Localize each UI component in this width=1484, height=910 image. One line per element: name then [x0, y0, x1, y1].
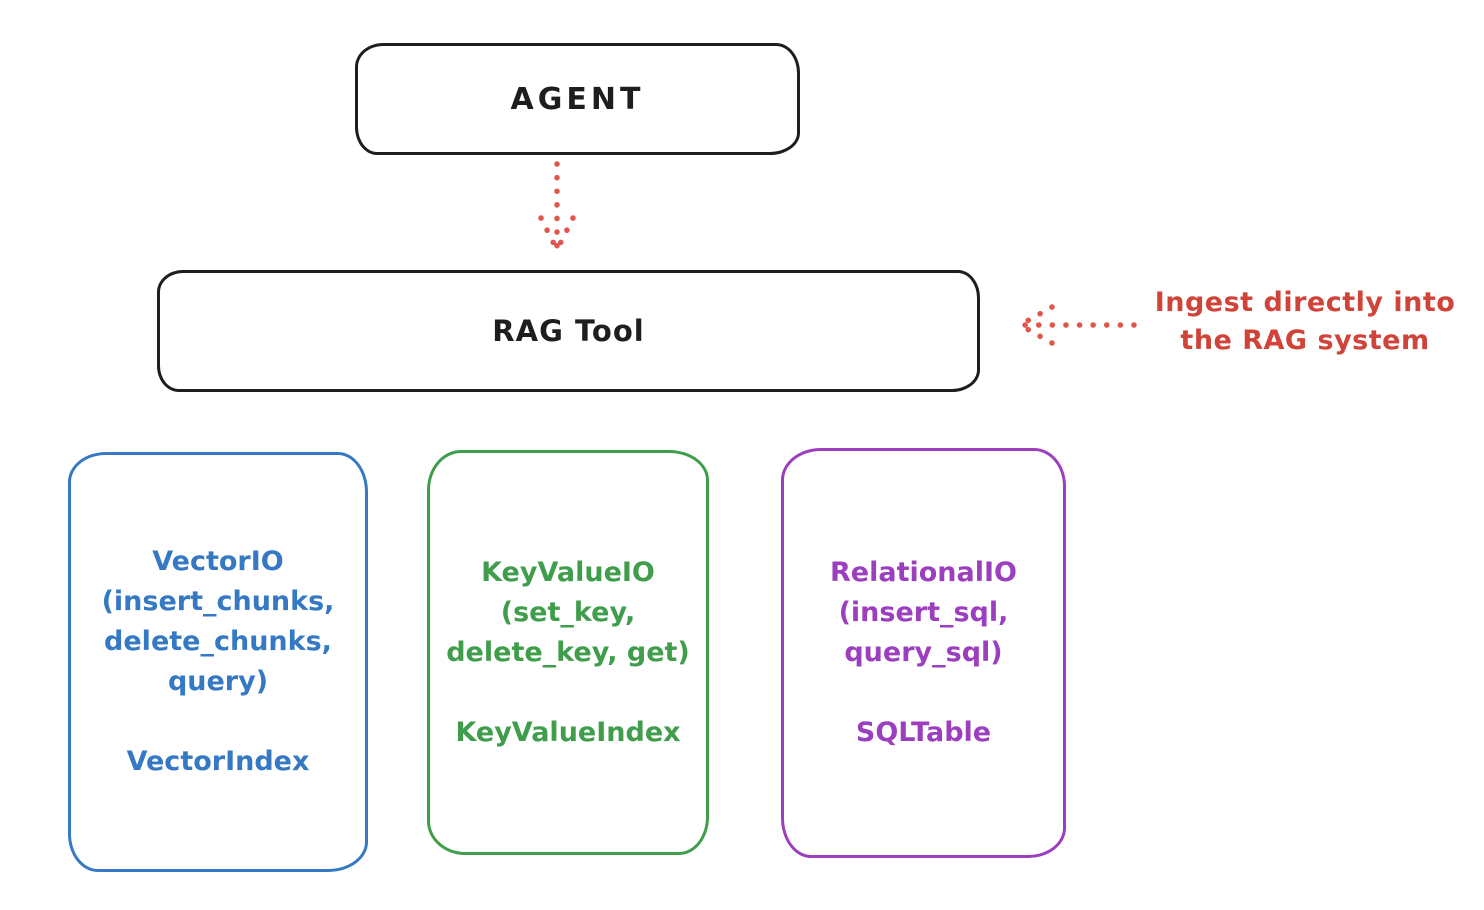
key-value-io-method-line: (set_key,	[500, 596, 636, 628]
vector-io-lines: VectorIO (insert_chunks, delete_chunks, …	[102, 542, 335, 702]
relational-io-index-label: SQLTable	[855, 717, 992, 748]
relational-io-method-line: query_sql)	[844, 637, 1003, 668]
vector-io-method-line: delete_chunks,	[104, 626, 332, 657]
key-value-io-node: KeyValueIO (set_key, delete_key, get) Ke…	[427, 450, 709, 855]
relational-io-title: RelationalIO	[830, 557, 1017, 588]
rag-tool-node: RAG Tool	[157, 270, 980, 392]
agent-node: AGENT	[355, 43, 800, 155]
key-value-io-title: KeyValueIO	[481, 556, 655, 588]
relational-io-method-line: (insert_sql,	[838, 597, 1009, 628]
ingest-annotation-line-2: the RAG system	[1180, 325, 1430, 356]
vector-io-method-line: (insert_chunks,	[101, 586, 335, 617]
agent-label: AGENT	[510, 81, 645, 117]
key-value-io-method-line: delete_key, get)	[446, 636, 690, 668]
ingest-annotation-line-1: Ingest directly into	[1154, 287, 1456, 318]
ingest-annotation-arrow	[1017, 304, 1137, 346]
key-value-io-lines: KeyValueIO (set_key, delete_key, get)	[446, 553, 690, 673]
relational-io-node: RelationalIO (insert_sql, query_sql) SQL…	[781, 448, 1066, 858]
relational-io-lines: RelationalIO (insert_sql, query_sql)	[830, 553, 1017, 673]
vector-io-title: VectorIO	[152, 546, 284, 577]
vector-io-node: VectorIO (insert_chunks, delete_chunks, …	[68, 452, 368, 872]
ingest-annotation-text: Ingest directly into the RAG system	[1140, 284, 1470, 360]
agent-to-rag-arrow	[538, 161, 576, 253]
rag-tool-label: RAG Tool	[492, 314, 645, 348]
vector-io-method-line: query)	[167, 666, 269, 697]
vector-io-index-label: VectorIndex	[126, 746, 310, 777]
key-value-io-index-label: KeyValueIndex	[455, 716, 681, 748]
